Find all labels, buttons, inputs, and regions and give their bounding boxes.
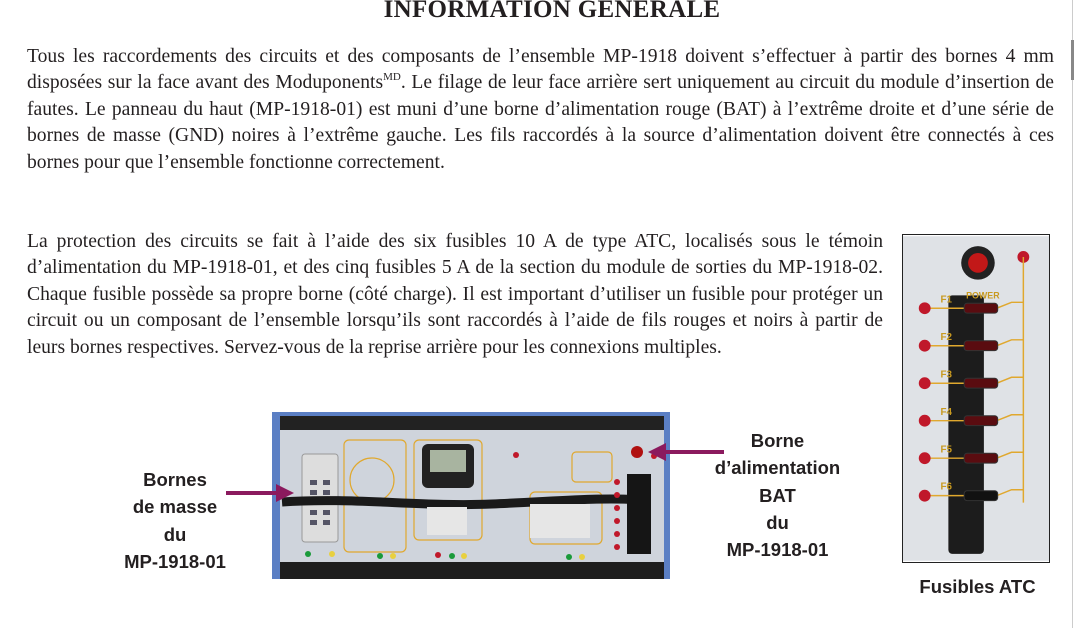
fuse-label: F4 bbox=[940, 407, 952, 418]
label-line: d’alimentation bbox=[714, 457, 841, 479]
label-line: du bbox=[766, 511, 789, 533]
fuse bbox=[963, 415, 999, 427]
paragraph-text: . Le filage de leur face arrière sert un… bbox=[27, 72, 1055, 173]
bat-terminal-label: Borne d’alimentation BAT du MP-1918-01 bbox=[690, 427, 865, 563]
fuse-label: F2 bbox=[940, 332, 952, 343]
fuse bbox=[963, 490, 999, 502]
page-edge bbox=[1072, 0, 1073, 628]
fuse bbox=[963, 302, 999, 314]
page-title: INFORMATION GÉNÉRALE bbox=[383, 0, 721, 23]
fuse-terminal bbox=[918, 377, 931, 390]
fuse-trace bbox=[922, 376, 1024, 384]
paragraph-text: Tous les raccordements des circuits et d… bbox=[27, 46, 1054, 94]
paragraph-connections: Tous les raccordements des circuits et d… bbox=[27, 44, 1054, 176]
fuse-trace bbox=[922, 414, 1024, 422]
fuse bbox=[963, 340, 999, 352]
fuse-terminal bbox=[918, 489, 931, 502]
arrow-to-bat-terminal bbox=[648, 443, 724, 461]
fuse-terminal bbox=[918, 452, 931, 465]
fuse-label: F3 bbox=[940, 369, 952, 380]
fuse-trace bbox=[922, 339, 1024, 347]
label-line: Borne bbox=[750, 430, 805, 451]
label-line: du bbox=[163, 523, 187, 545]
fuse-trace bbox=[922, 301, 1024, 309]
fuse bbox=[963, 452, 999, 464]
mp-1918-panel-photo bbox=[272, 412, 670, 579]
fuse-label: F6 bbox=[940, 482, 952, 493]
arrow-to-ground-terminals bbox=[226, 484, 294, 502]
trademark-superscript: MD bbox=[383, 71, 401, 84]
fuse-trace bbox=[922, 451, 1024, 459]
label-line: de masse bbox=[132, 496, 218, 518]
label-line: MP-1918-01 bbox=[124, 550, 226, 572]
label-line: BAT bbox=[759, 484, 796, 506]
fuse-label: F5 bbox=[940, 444, 952, 455]
fuse-terminal bbox=[918, 339, 931, 352]
fuse bbox=[963, 377, 999, 389]
fuse-terminal bbox=[918, 302, 931, 315]
fuse-label: F1 bbox=[940, 294, 952, 305]
fuse-trace bbox=[922, 489, 1024, 497]
label-line: MP-1918-01 bbox=[726, 539, 829, 561]
paragraph-protection: La protection des circuits se fait à l’a… bbox=[27, 231, 883, 358]
label-line: Bornes bbox=[143, 469, 207, 490]
fuse-terminal bbox=[918, 414, 931, 427]
fuse-caption: Fusibles ATC bbox=[919, 576, 1036, 597]
power-label: POWER bbox=[966, 290, 1000, 300]
scrollbar[interactable] bbox=[1071, 40, 1074, 80]
ground-terminals-label: Bornes de masse du MP-1918-01 bbox=[95, 466, 255, 575]
